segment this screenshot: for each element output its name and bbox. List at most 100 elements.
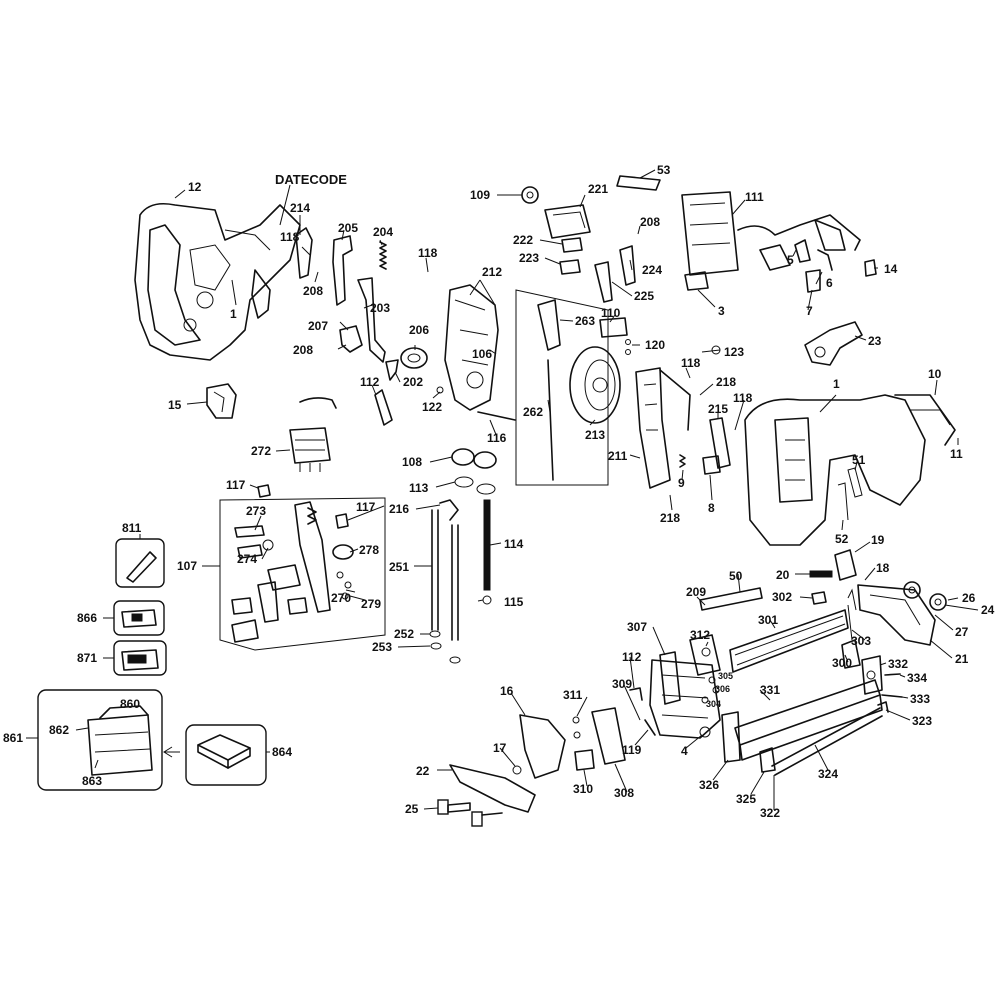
case-box-861	[37, 689, 163, 791]
part-52	[837, 482, 849, 521]
magazine-301	[729, 609, 849, 673]
part-14	[864, 259, 877, 277]
part-label: 209	[686, 585, 706, 599]
part-label: 866	[77, 611, 97, 625]
part-120	[625, 339, 631, 355]
spring-204	[379, 241, 387, 270]
part-label: 204	[373, 225, 393, 239]
part-label: 114	[504, 537, 524, 551]
part-label: 3	[718, 304, 725, 318]
part-label: 118	[733, 391, 753, 405]
part-label: 251	[389, 560, 409, 574]
part-116	[477, 411, 516, 421]
part-label: 123	[724, 345, 744, 359]
part-label: 304	[706, 699, 721, 709]
part-225	[594, 261, 613, 303]
part-8	[702, 455, 721, 475]
part-label: 7	[806, 304, 813, 318]
part-51	[847, 467, 863, 498]
part-112-lower	[629, 687, 643, 701]
part-326	[721, 711, 741, 763]
part-310	[574, 749, 595, 771]
part-label: 206	[409, 323, 429, 337]
part-4	[699, 726, 711, 738]
part-label: 205	[338, 221, 358, 235]
mechanism-212	[444, 284, 499, 411]
part-label: 273	[246, 504, 266, 518]
part-label: 212	[482, 265, 502, 279]
part-221	[544, 204, 591, 239]
part-label: 203	[370, 301, 390, 315]
part-label: 323	[912, 714, 932, 728]
rod-251	[431, 509, 459, 641]
part-label: 15	[168, 398, 182, 412]
part-label: 8	[708, 501, 715, 515]
part-333	[881, 694, 903, 698]
part-label: 306	[715, 684, 730, 694]
part-304	[701, 696, 709, 704]
part-label: 23	[868, 334, 882, 348]
part-label: 302	[772, 590, 792, 604]
part-label: 333	[910, 692, 930, 706]
part-label: 24	[981, 603, 995, 617]
part-252	[429, 630, 441, 638]
part-label: 118	[280, 230, 300, 244]
part-label: 263	[575, 314, 595, 328]
part-9	[679, 454, 686, 468]
part-label: 279	[361, 597, 381, 611]
spring-20	[809, 570, 833, 578]
part-224	[619, 245, 636, 286]
part-122	[436, 386, 444, 394]
nose-assembly-21	[847, 581, 947, 646]
part-label: 331	[760, 683, 780, 697]
part-5	[794, 239, 811, 263]
part-label: 300	[832, 656, 852, 670]
part-label: 25	[405, 802, 419, 816]
part-label: 12	[188, 180, 202, 194]
part-label: 5	[787, 253, 794, 267]
switch-272	[289, 397, 337, 472]
part-label: 860	[120, 697, 140, 711]
kit-box-107	[219, 497, 386, 651]
part-label: 18	[876, 561, 890, 575]
part-332	[861, 655, 883, 695]
part-108	[451, 448, 497, 469]
screw-117	[257, 484, 349, 529]
part-label: 225	[634, 289, 654, 303]
part-label: 262	[523, 405, 543, 419]
part-307	[659, 651, 681, 705]
part-306	[712, 686, 720, 694]
part-label: 118	[681, 356, 701, 370]
part-label: 332	[888, 657, 908, 671]
part-222	[561, 237, 583, 253]
part-label: 218	[660, 511, 680, 525]
part-205	[332, 235, 353, 306]
part-216	[439, 499, 459, 521]
part-label: 278	[359, 543, 379, 557]
housing-left-part	[134, 202, 301, 361]
part-53	[616, 175, 661, 191]
leader-lines	[26, 169, 979, 810]
slider-211	[635, 367, 691, 489]
part-label: 215	[708, 402, 728, 416]
part-label: 223	[519, 251, 539, 265]
part-label: 208	[293, 343, 313, 357]
part-label: 115	[504, 595, 524, 609]
part-label: 21	[955, 652, 969, 666]
part-label: 864	[272, 745, 292, 759]
part-110	[599, 317, 628, 338]
part-6	[817, 249, 833, 271]
part-17	[512, 765, 522, 775]
part-label: 274	[237, 552, 257, 566]
part-19	[834, 549, 857, 581]
insert-box-864	[185, 724, 267, 786]
part-label: 305	[718, 671, 733, 681]
part-label: 52	[835, 532, 849, 546]
part-label: 811	[122, 521, 142, 535]
motor-213	[569, 346, 621, 424]
part-206	[400, 347, 428, 369]
part-label: 113	[409, 481, 429, 495]
part-label: 252	[394, 627, 414, 641]
part-label: 22	[416, 764, 430, 778]
part-303	[847, 604, 853, 641]
